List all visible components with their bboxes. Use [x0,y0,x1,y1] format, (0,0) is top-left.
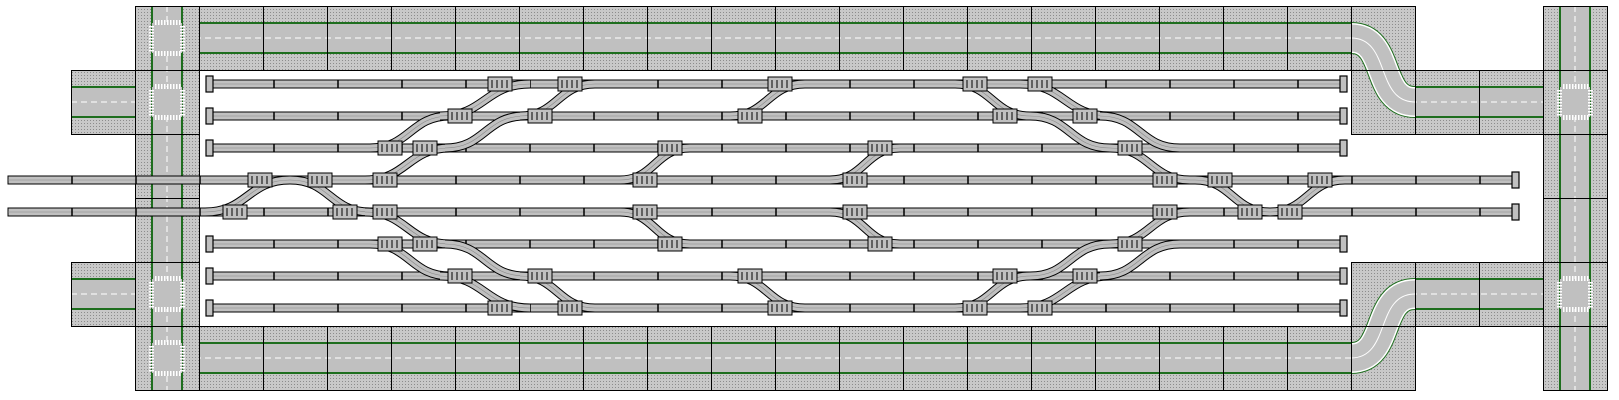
crossover [289,175,371,217]
switch [1152,172,1178,188]
crossover [444,239,526,281]
switch [372,172,398,188]
crossover [1099,111,1181,153]
switch [1117,140,1143,156]
bumper-left [205,107,214,125]
crossover [444,111,526,153]
switch [412,236,438,252]
bumper-right [1339,139,1348,157]
switch [377,140,403,156]
bumper-right [1339,299,1348,317]
switch [842,172,868,188]
switch [487,300,513,316]
switch [222,204,248,220]
switch [332,204,358,220]
switch [657,236,683,252]
switch [962,300,988,316]
switch [867,140,893,156]
intersection [149,276,185,312]
switch [632,204,658,220]
track-4-mainline [7,171,1520,189]
switch [1237,204,1263,220]
switch [307,172,333,188]
switch [962,76,988,92]
track-switches [222,76,1333,316]
road-bottom [135,326,1358,390]
road-network [71,6,1608,391]
switch [1117,236,1143,252]
intersection [149,20,185,56]
crossover [1029,239,1111,281]
intersection [1557,84,1593,120]
track-7 [205,267,1348,285]
switch [447,268,473,284]
switch [487,76,513,92]
switch [992,268,1018,284]
switch [867,236,893,252]
switch [992,108,1018,124]
crossover [1029,111,1111,153]
switch [632,172,658,188]
bumper-right [1339,267,1348,285]
switch [1027,76,1053,92]
bumper-right [1339,75,1348,93]
switch [447,108,473,124]
switch [377,236,403,252]
bumper-right [1339,107,1348,125]
bumper-right [1511,171,1520,189]
switch [1072,108,1098,124]
crossover [204,175,291,217]
intersection [149,84,185,120]
switch [372,204,398,220]
intersection [1557,276,1593,312]
switch [527,268,553,284]
switch [737,108,763,124]
bumper-left [205,139,214,157]
bumper-right [1511,203,1520,221]
bumper-left [205,299,214,317]
switch [737,268,763,284]
switch [767,76,793,92]
rail-tracks [7,75,1520,317]
switch [247,172,273,188]
road-top [135,6,1358,70]
bumper-right [1339,235,1348,253]
switch [1027,300,1053,316]
switch [842,204,868,220]
crossover [1099,239,1181,281]
switch [1207,172,1233,188]
switch [767,300,793,316]
switch [1277,204,1303,220]
switch [557,76,583,92]
switch [527,108,553,124]
track-2 [205,107,1348,125]
bumper-left [205,75,214,93]
bumper-left [205,267,214,285]
bumper-left [205,235,214,253]
switch [557,300,583,316]
switch [1307,172,1333,188]
switch [1152,204,1178,220]
switch [1072,268,1098,284]
intersection [149,340,185,376]
switch [412,140,438,156]
switch [657,140,683,156]
